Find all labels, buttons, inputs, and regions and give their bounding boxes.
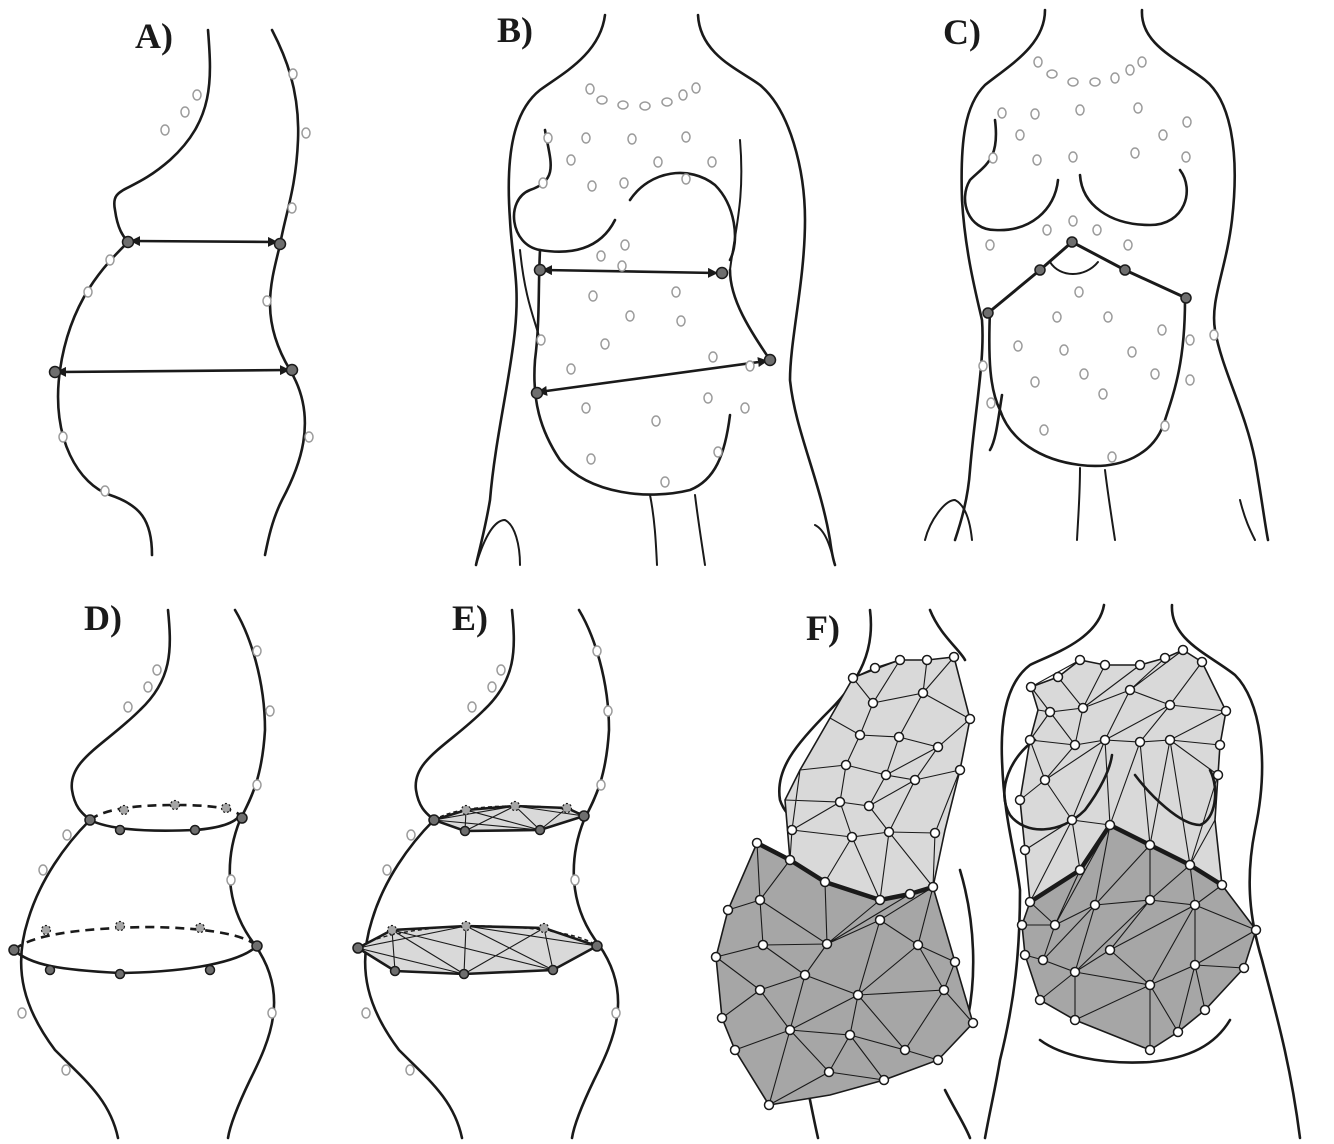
panel-a: A)	[50, 16, 314, 555]
panel-d: D)	[9, 598, 276, 1138]
panel-b-left-breast	[514, 130, 615, 252]
panel-label-a: A)	[135, 16, 173, 56]
panel-b-waist-arrow	[544, 270, 716, 273]
panel-a-lower-width-arrow	[58, 370, 288, 372]
panel-e-back-outline	[572, 610, 618, 1138]
panel-b-markers	[537, 83, 754, 487]
panel-f-side-upper-mesh	[785, 657, 970, 900]
panel-d-back-outline	[228, 610, 274, 1138]
panel-c-abdomen	[989, 300, 1185, 466]
panel-e: E)	[353, 598, 620, 1138]
panel-c-markers	[979, 57, 1218, 462]
panel-a-markers	[59, 69, 313, 496]
panel-d-landmarks	[9, 813, 262, 979]
panel-f: F)	[712, 605, 1301, 1138]
panel-c-limbs	[925, 468, 1255, 540]
panel-b-arms	[476, 140, 835, 565]
panel-d-dashed-landmarks	[42, 801, 231, 935]
panel-b-torso-outline	[476, 15, 835, 565]
panel-d-upper-ellipse-front	[90, 815, 240, 831]
panel-c: C)	[925, 10, 1268, 540]
panel-label-e: E)	[452, 598, 488, 638]
panel-a-upper-width-arrow	[132, 241, 276, 242]
panel-b-right-breast	[630, 173, 735, 260]
panel-c-left-breast	[965, 120, 1058, 230]
panel-b: B)	[476, 10, 835, 565]
panel-c-angle-lines	[988, 242, 1186, 313]
panel-c-right-breast	[1080, 170, 1187, 225]
panel-label-d: D)	[84, 598, 122, 638]
panel-a-landmarks	[50, 237, 298, 378]
panel-a-back-outline	[265, 30, 305, 555]
panel-label-c: C)	[943, 12, 981, 52]
panel-d-upper-ellipse-back	[90, 805, 240, 820]
panel-b-landmarks	[532, 265, 776, 399]
panel-label-b: B)	[497, 10, 533, 50]
panel-label-f: F)	[806, 608, 840, 648]
panel-c-angle-arc	[1050, 262, 1098, 274]
